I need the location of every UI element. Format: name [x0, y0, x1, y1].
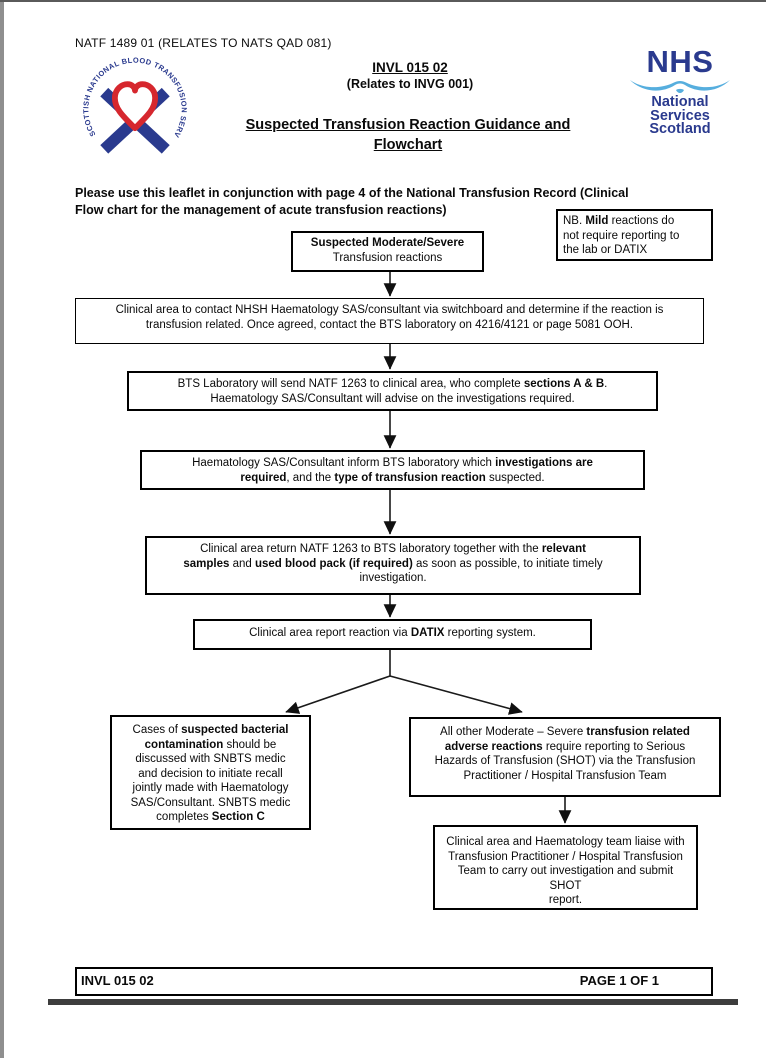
- snbts-logo-icon: SCOTTISH NATIONAL BLOOD TRANSFUSION SERV…: [82, 54, 188, 154]
- flow-box-return-natf1263: Clinical area return NATF 1263 to BTS la…: [145, 536, 641, 595]
- nhs-swoosh-icon: [630, 80, 730, 93]
- intro-paragraph: Please use this leaflet in conjunction w…: [75, 186, 629, 217]
- header-reference-code: NATF 1489 01 (RELATES TO NATS QAD 081): [75, 36, 332, 50]
- page-title: Suspected Transfusion Reaction Guidance …: [245, 117, 571, 153]
- flow-box-contact-haematology: Clinical area to contact NHSH Haematolog…: [75, 298, 704, 344]
- footer-bar: INVL 015 02 PAGE 1 OF 1: [75, 967, 713, 996]
- document-code: INVL 015 02: [372, 60, 448, 75]
- page-bottom-shadow: [48, 999, 738, 1005]
- page-top-line: [0, 0, 766, 2]
- footer-document-code: INVL 015 02: [81, 973, 154, 988]
- flow-box-datix-report: Clinical area report reaction via DATIX …: [193, 619, 592, 650]
- flow-box-shot-reporting: All other Moderate – Severe transfusion …: [409, 717, 721, 797]
- flow-box-shot-investigation: Clinical area and Haematology team liais…: [433, 825, 698, 910]
- flow-box-investigations-required: Haematology SAS/Consultant inform BTS la…: [140, 450, 645, 490]
- nhs-subtitle: National Services Scotland: [649, 94, 711, 137]
- page-edge-strip: [0, 0, 4, 1058]
- document-code-related: (Relates to INVG 001): [346, 77, 474, 91]
- heart-icon: [111, 81, 159, 132]
- flow-box-bacterial-contamination: Cases of suspected bacterial contaminati…: [110, 715, 311, 830]
- nhs-wordmark: NHS: [646, 44, 714, 79]
- flow-box-natf1263-sent: BTS Laboratory will send NATF 1263 to cl…: [127, 371, 658, 411]
- note-box-mild-reactions: NB. Mild reactions do not require report…: [556, 209, 713, 261]
- footer-page-number: PAGE 1 OF 1: [579, 973, 659, 988]
- arrow-branch-left: [285, 675, 391, 714]
- flow-box-start: Suspected Moderate/Severe Transfusion re…: [291, 231, 484, 272]
- document-code-block: INVL 015 02 (Relates to INVG 001): [260, 60, 560, 91]
- nhs-logo: NHS National Services Scotland: [620, 44, 740, 137]
- arrow-branch-right: [389, 675, 523, 715]
